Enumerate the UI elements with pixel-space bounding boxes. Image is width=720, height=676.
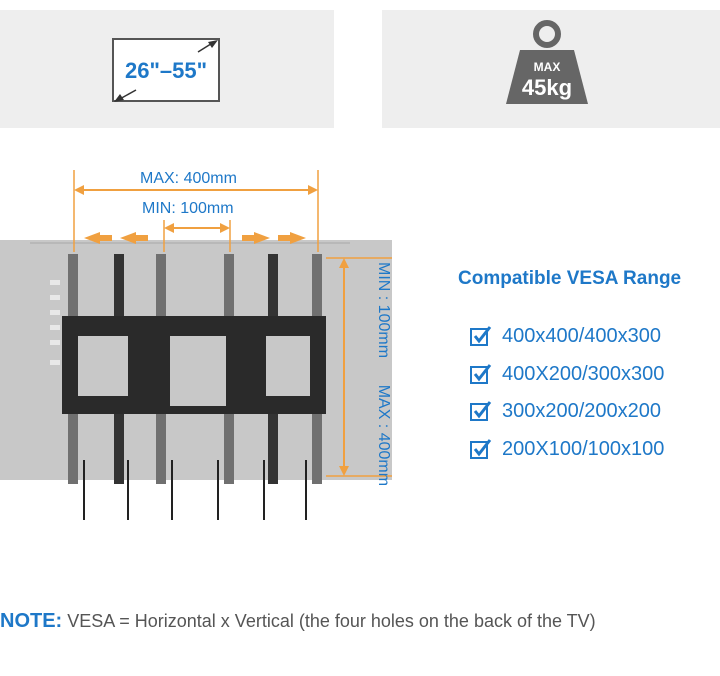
vesa-item-label: 200X100/100x100	[502, 437, 665, 460]
checkbox-icon	[470, 401, 492, 421]
checkbox-icon	[470, 364, 492, 384]
note: NOTE: VESA = Horizontal x Vertical (the …	[0, 610, 596, 633]
weight-value: 45kg	[521, 75, 573, 100]
note-label: NOTE:	[0, 610, 63, 632]
vesa-item-label: 300x200/200x200	[502, 399, 662, 422]
horizontal-max-label: MAX: 400mm	[140, 170, 237, 187]
vesa-item: 400X200/300x300	[470, 361, 664, 387]
vesa-title: Compatible VESA Range	[458, 268, 682, 289]
vesa-item: 300x200/200x200	[470, 398, 661, 424]
weight-max-label: MAX	[533, 60, 561, 74]
screen-size-text: 26"–55"	[124, 58, 208, 83]
vesa-item: 400x400/400x300	[470, 323, 661, 349]
mount-diagram	[0, 170, 392, 520]
vertical-dimension-label: MIN : 100mm MAX : 400mm	[375, 262, 392, 487]
vesa-item: 200X100/100x100	[470, 436, 664, 462]
checkbox-icon	[470, 439, 492, 459]
vesa-item-label: 400X200/300x300	[502, 362, 665, 385]
horizontal-min-label: MIN: 100mm	[142, 200, 234, 217]
note-text: VESA = Horizontal x Vertical (the four h…	[62, 611, 596, 631]
vesa-item-label: 400x400/400x300	[502, 324, 662, 347]
checkbox-icon	[470, 326, 492, 346]
weight-icon	[506, 20, 588, 104]
screen-size-badge: 26"–55"	[112, 38, 220, 102]
diagonal-arrows-icon	[114, 40, 218, 102]
